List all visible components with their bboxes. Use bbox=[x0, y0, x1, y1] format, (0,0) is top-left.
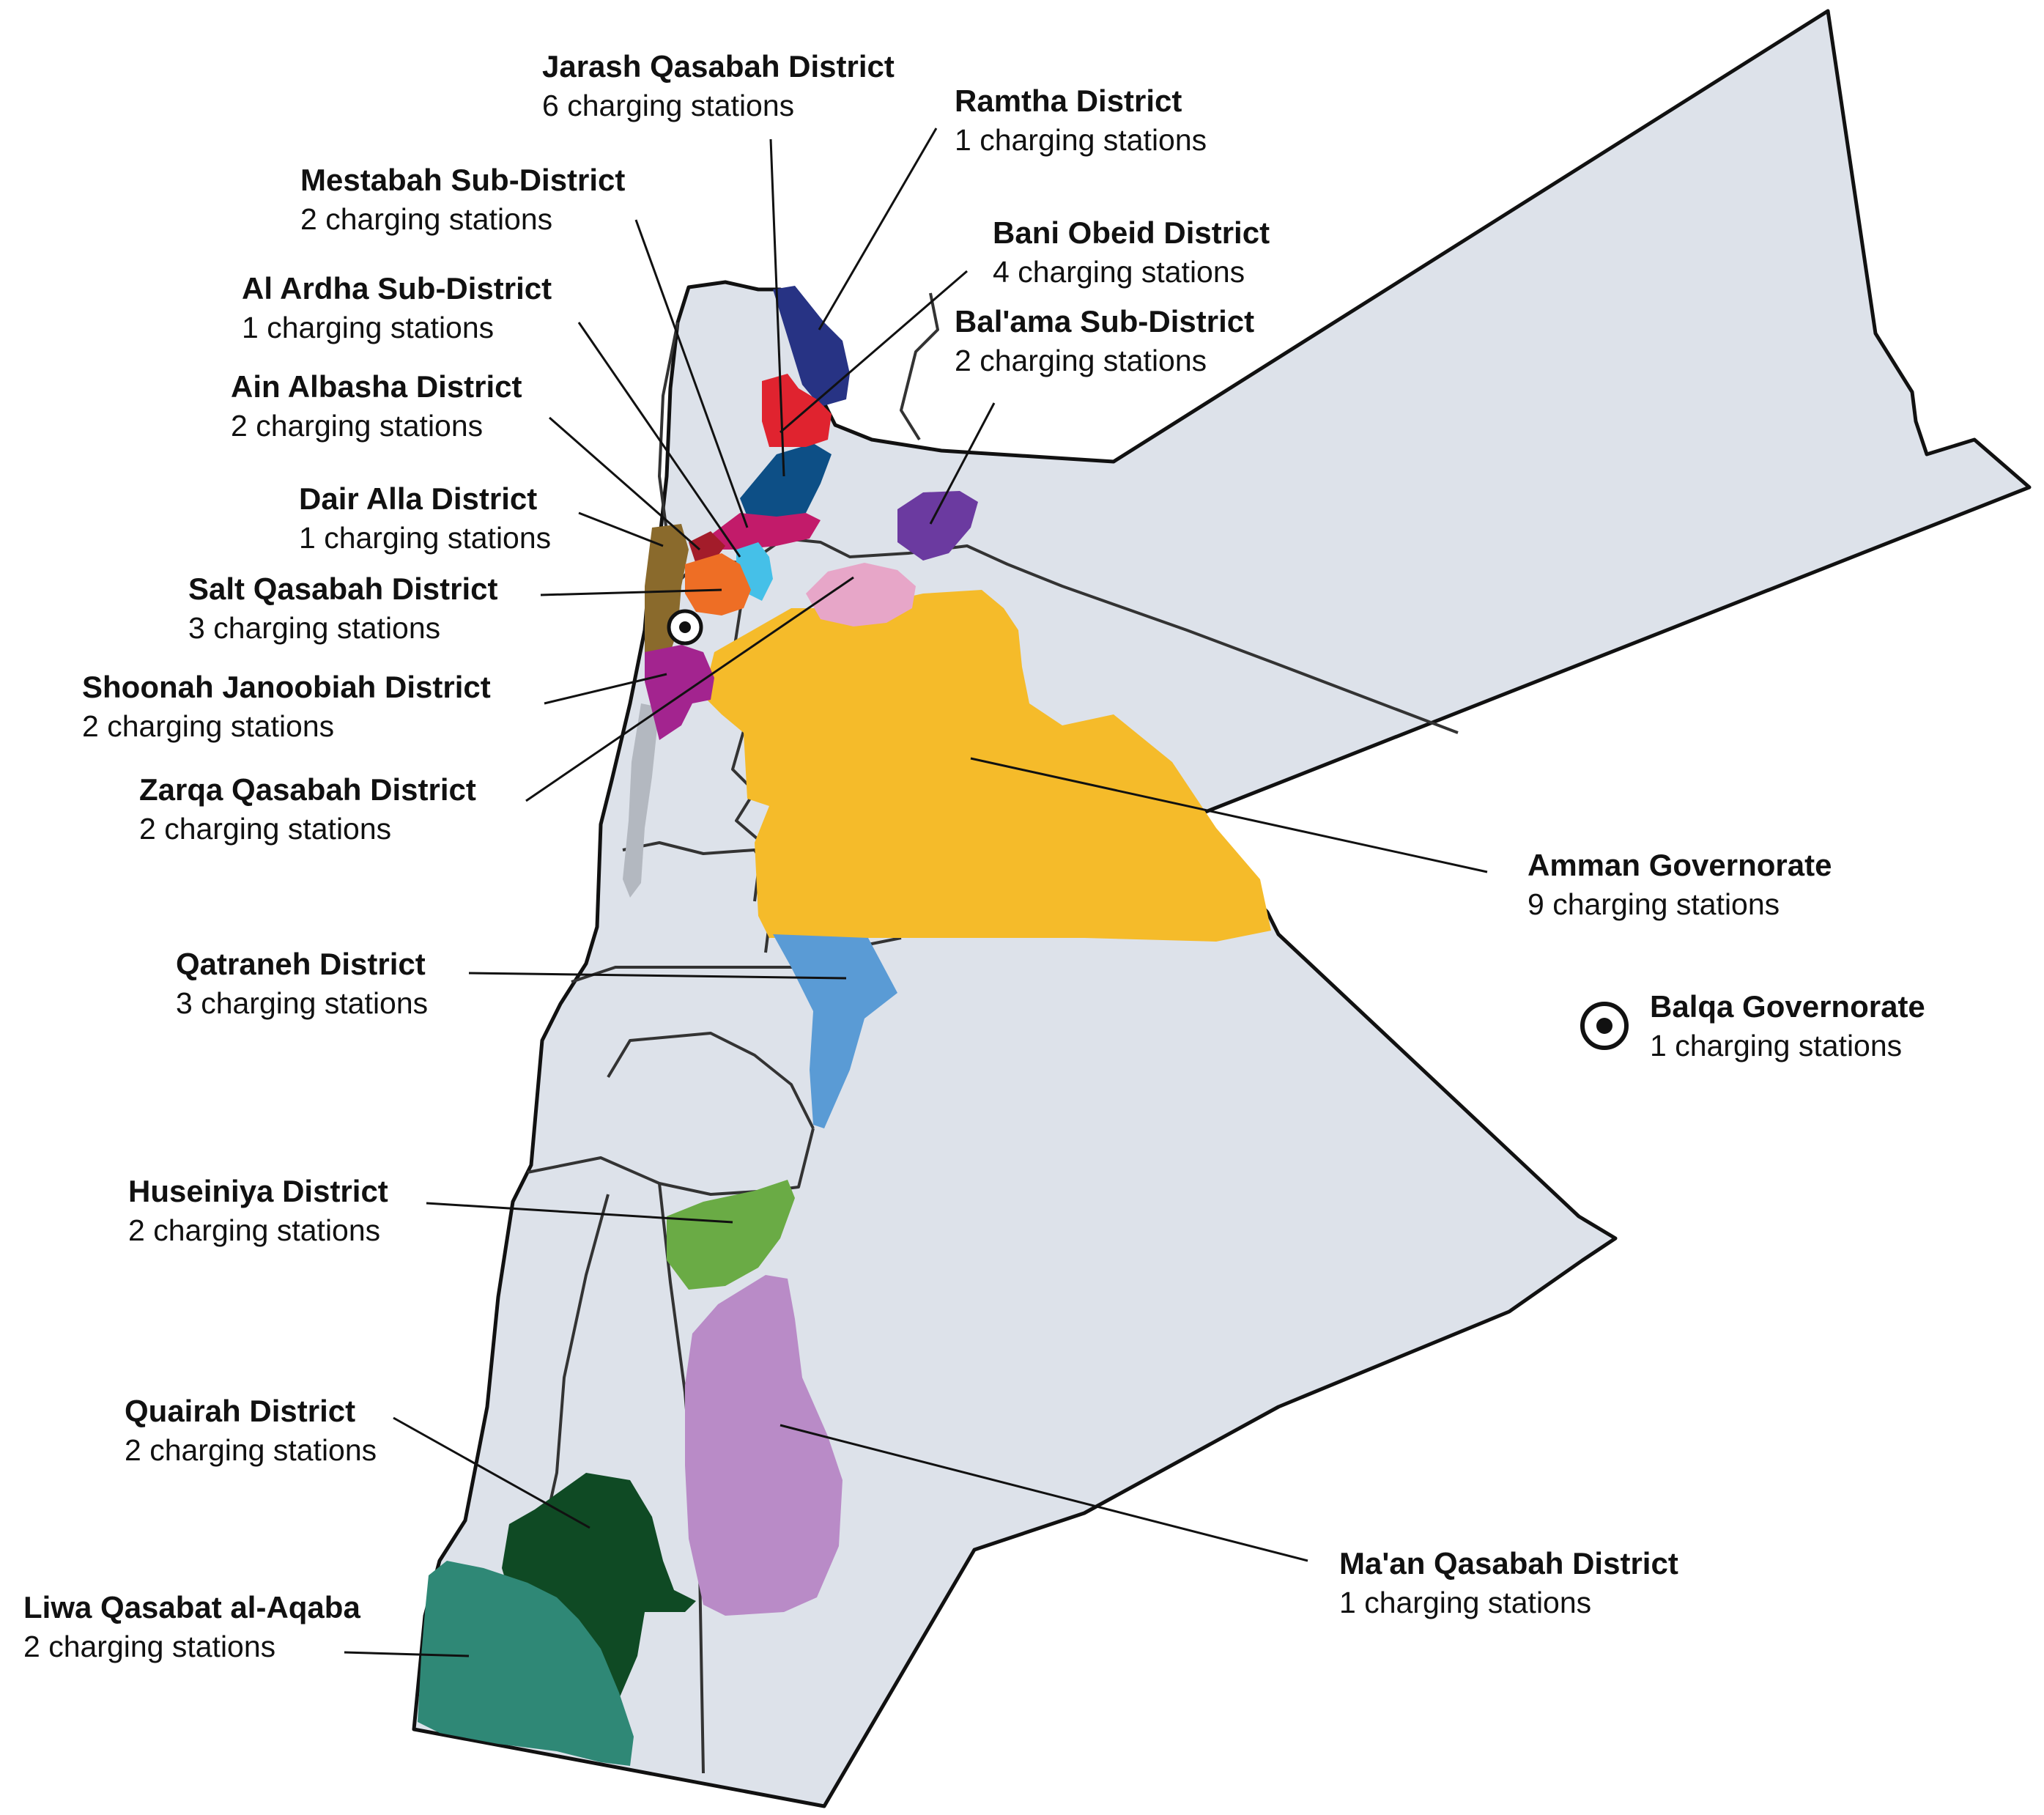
region-jarash bbox=[740, 443, 832, 520]
label-count: 2 charging stations bbox=[128, 1213, 380, 1247]
label-aqaba: Liwa Qasabat al-Aqaba 2 charging station… bbox=[23, 1590, 360, 1663]
label-qatraneh: Qatraneh District 3 charging stations bbox=[176, 947, 428, 1020]
label-count: 1 charging stations bbox=[955, 123, 1207, 157]
region-shoonah bbox=[645, 645, 714, 740]
label-name: Al Ardha Sub-District bbox=[242, 271, 552, 306]
label-balama: Bal'ama Sub-District 2 charging stations bbox=[955, 304, 1254, 377]
region-mestabah bbox=[711, 513, 821, 550]
label-count: 2 charging stations bbox=[231, 409, 483, 443]
grey-strip-region bbox=[623, 703, 659, 898]
region-amman bbox=[703, 590, 1271, 942]
label-bani-obeid: Bani Obeid District 4 charging stations bbox=[993, 215, 1270, 289]
label-balqa: Balqa Governorate 1 charging stations bbox=[1580, 989, 1925, 1062]
leader-lines bbox=[344, 127, 1488, 1657]
label-name: Balqa Governorate bbox=[1650, 989, 1925, 1024]
label-jarash: Jarash Qasabah District 6 charging stati… bbox=[542, 49, 895, 122]
label-maan: Ma'an Qasabah District 1 charging statio… bbox=[1339, 1546, 1678, 1619]
label-name: Ma'an Qasabah District bbox=[1339, 1546, 1678, 1581]
label-ain-albasha: Ain Albasha District 2 charging stations bbox=[231, 369, 522, 443]
label-salt: Salt Qasabah District 3 charging station… bbox=[188, 572, 497, 645]
label-name: Bal'ama Sub-District bbox=[955, 304, 1254, 339]
label-count: 1 charging stations bbox=[299, 521, 551, 555]
internal-boundary bbox=[900, 292, 939, 441]
region-aqaba bbox=[418, 1561, 634, 1766]
label-count: 2 charging stations bbox=[300, 202, 552, 236]
target-circle-icon bbox=[1580, 1002, 1629, 1050]
label-name: Jarash Qasabah District bbox=[542, 49, 895, 84]
label-count: 1 charging stations bbox=[1339, 1586, 1591, 1619]
label-amman: Amman Governorate 9 charging stations bbox=[1528, 848, 1832, 921]
label-count: 3 charging stations bbox=[176, 986, 428, 1020]
label-name: Quairah District bbox=[125, 1394, 355, 1428]
balqa-marker-on-map bbox=[667, 609, 703, 646]
internal-boundary bbox=[527, 1128, 815, 1196]
label-count: 4 charging stations bbox=[993, 255, 1245, 289]
label-count: 2 charging stations bbox=[955, 344, 1207, 377]
label-name: Bani Obeid District bbox=[993, 215, 1270, 250]
label-name: Zarqa Qasabah District bbox=[139, 772, 476, 807]
label-shoonah: Shoonah Janoobiah District 2 charging st… bbox=[82, 670, 491, 743]
label-count: 2 charging stations bbox=[23, 1630, 275, 1663]
label-name: Ramtha District bbox=[955, 84, 1182, 118]
region-ramtha bbox=[773, 286, 850, 407]
label-count: 2 charging stations bbox=[139, 812, 391, 846]
label-count: 9 charging stations bbox=[1528, 887, 1780, 921]
label-ramtha: Ramtha District 1 charging stations bbox=[955, 84, 1207, 157]
label-name: Liwa Qasabat al-Aqaba bbox=[23, 1590, 360, 1624]
label-name: Amman Governorate bbox=[1528, 848, 1832, 882]
label-count: 2 charging stations bbox=[125, 1433, 377, 1467]
label-count: 6 charging stations bbox=[542, 89, 794, 122]
label-quairah: Quairah District 2 charging stations bbox=[125, 1394, 377, 1467]
region-huseiniya bbox=[667, 1180, 795, 1290]
label-dair-alla: Dair Alla District 1 charging stations bbox=[299, 481, 551, 555]
label-count: 2 charging stations bbox=[82, 709, 334, 743]
label-name: Dair Alla District bbox=[299, 481, 537, 516]
region-bani-obeid bbox=[762, 374, 832, 447]
internal-boundary bbox=[541, 1194, 610, 1539]
label-name: Mestabah Sub-District bbox=[300, 163, 625, 197]
label-name: Salt Qasabah District bbox=[188, 572, 497, 606]
label-name: Qatraneh District bbox=[176, 947, 426, 981]
label-count: 3 charging stations bbox=[188, 611, 440, 645]
region-zarqa bbox=[806, 563, 916, 626]
label-name: Shoonah Janoobiah District bbox=[82, 670, 491, 704]
label-al-ardha: Al Ardha Sub-District 1 charging station… bbox=[242, 271, 552, 344]
internal-boundary bbox=[607, 1032, 815, 1129]
label-huseiniya: Huseiniya District 2 charging stations bbox=[128, 1174, 388, 1247]
label-zarqa: Zarqa Qasabah District 2 charging statio… bbox=[139, 772, 476, 846]
region-maan bbox=[685, 1275, 843, 1616]
label-mestabah: Mestabah Sub-District 2 charging station… bbox=[300, 163, 625, 236]
label-count: 1 charging stations bbox=[242, 311, 494, 344]
label-name: Ain Albasha District bbox=[231, 369, 522, 404]
region-balama bbox=[897, 491, 978, 561]
label-count: 1 charging stations bbox=[1650, 1029, 1902, 1062]
label-name: Huseiniya District bbox=[128, 1174, 388, 1208]
region-qatraneh bbox=[773, 934, 897, 1128]
region-salt bbox=[685, 553, 751, 616]
